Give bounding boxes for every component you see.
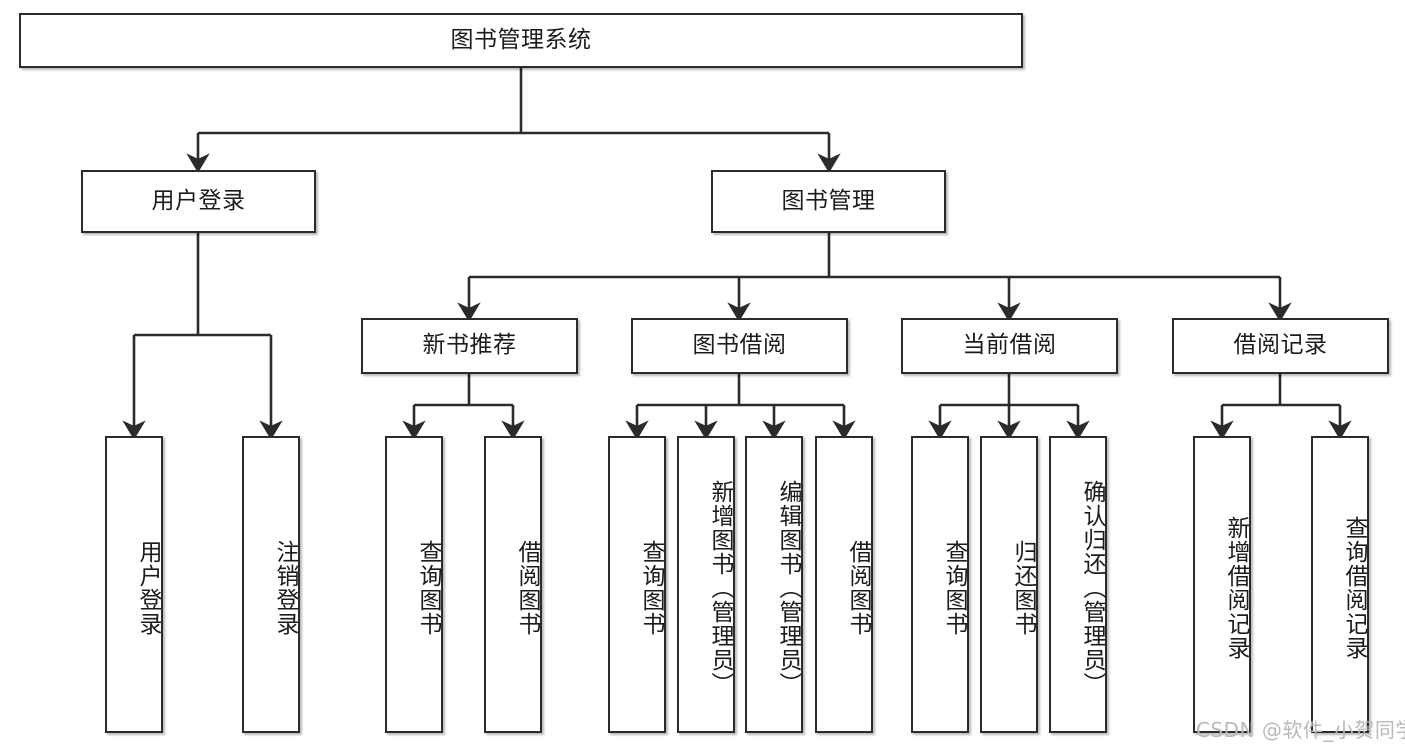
leaf-borrow-record-2[interactable]: 查询借阅记录 bbox=[1311, 436, 1369, 733]
node-label: 编辑图书（管理员） bbox=[775, 479, 801, 696]
node-label: 图书管理系统 bbox=[450, 26, 592, 53]
node-label: 新书推荐 bbox=[422, 332, 517, 359]
node-label: 查询图书 bbox=[415, 539, 441, 636]
leaf-book-borrow-2[interactable]: 新增图书（管理员） bbox=[677, 436, 735, 733]
node-label: 借阅记录 bbox=[1233, 332, 1328, 359]
leaf-user-login-2[interactable]: 注销登录 bbox=[242, 436, 300, 733]
node-borrow-record[interactable]: 借阅记录 bbox=[1172, 318, 1389, 374]
node-label: 注销登录 bbox=[272, 539, 298, 636]
node-root-system[interactable]: 图书管理系统 bbox=[19, 13, 1023, 68]
csdn-watermark: CSDN @软件_小贺同学 bbox=[1196, 718, 1405, 742]
node-label: 新增借阅记录 bbox=[1223, 515, 1249, 660]
leaf-new-book-1[interactable]: 查询图书 bbox=[385, 436, 443, 733]
node-label: 图书管理 bbox=[781, 187, 876, 214]
leaf-book-borrow-3[interactable]: 编辑图书（管理员） bbox=[745, 436, 803, 733]
leaf-book-borrow-1[interactable]: 查询图书 bbox=[608, 436, 666, 733]
node-current-borrow[interactable]: 当前借阅 bbox=[901, 318, 1118, 374]
node-label: 查询借阅记录 bbox=[1341, 515, 1367, 660]
leaf-current-borrow-2[interactable]: 归还图书 bbox=[980, 436, 1038, 733]
leaf-current-borrow-1[interactable]: 查询图书 bbox=[911, 436, 969, 733]
node-label: 用户登录 bbox=[135, 539, 161, 636]
node-book-management[interactable]: 图书管理 bbox=[711, 170, 946, 233]
node-label: 当前借阅 bbox=[962, 332, 1057, 359]
leaf-book-borrow-4[interactable]: 借阅图书 bbox=[815, 436, 873, 733]
node-label: 借阅图书 bbox=[845, 539, 871, 636]
node-label: 查询图书 bbox=[638, 539, 664, 636]
leaf-new-book-2[interactable]: 借阅图书 bbox=[484, 436, 542, 733]
node-user-login[interactable]: 用户登录 bbox=[81, 170, 316, 233]
node-book-borrow[interactable]: 图书借阅 bbox=[631, 318, 848, 374]
node-label: 借阅图书 bbox=[514, 539, 540, 636]
leaf-current-borrow-3[interactable]: 确认归还（管理员） bbox=[1049, 436, 1107, 733]
node-label: 用户登录 bbox=[151, 187, 246, 214]
leaf-borrow-record-1[interactable]: 新增借阅记录 bbox=[1193, 436, 1251, 733]
node-label: 图书借阅 bbox=[692, 332, 787, 359]
node-label: 确认归还（管理员） bbox=[1079, 479, 1105, 696]
node-label: 查询图书 bbox=[941, 539, 967, 636]
node-label: 新增图书（管理员） bbox=[707, 479, 733, 696]
leaf-user-login-1[interactable]: 用户登录 bbox=[105, 436, 163, 733]
node-label: 归还图书 bbox=[1010, 539, 1036, 636]
node-new-book-recommend[interactable]: 新书推荐 bbox=[361, 318, 578, 374]
